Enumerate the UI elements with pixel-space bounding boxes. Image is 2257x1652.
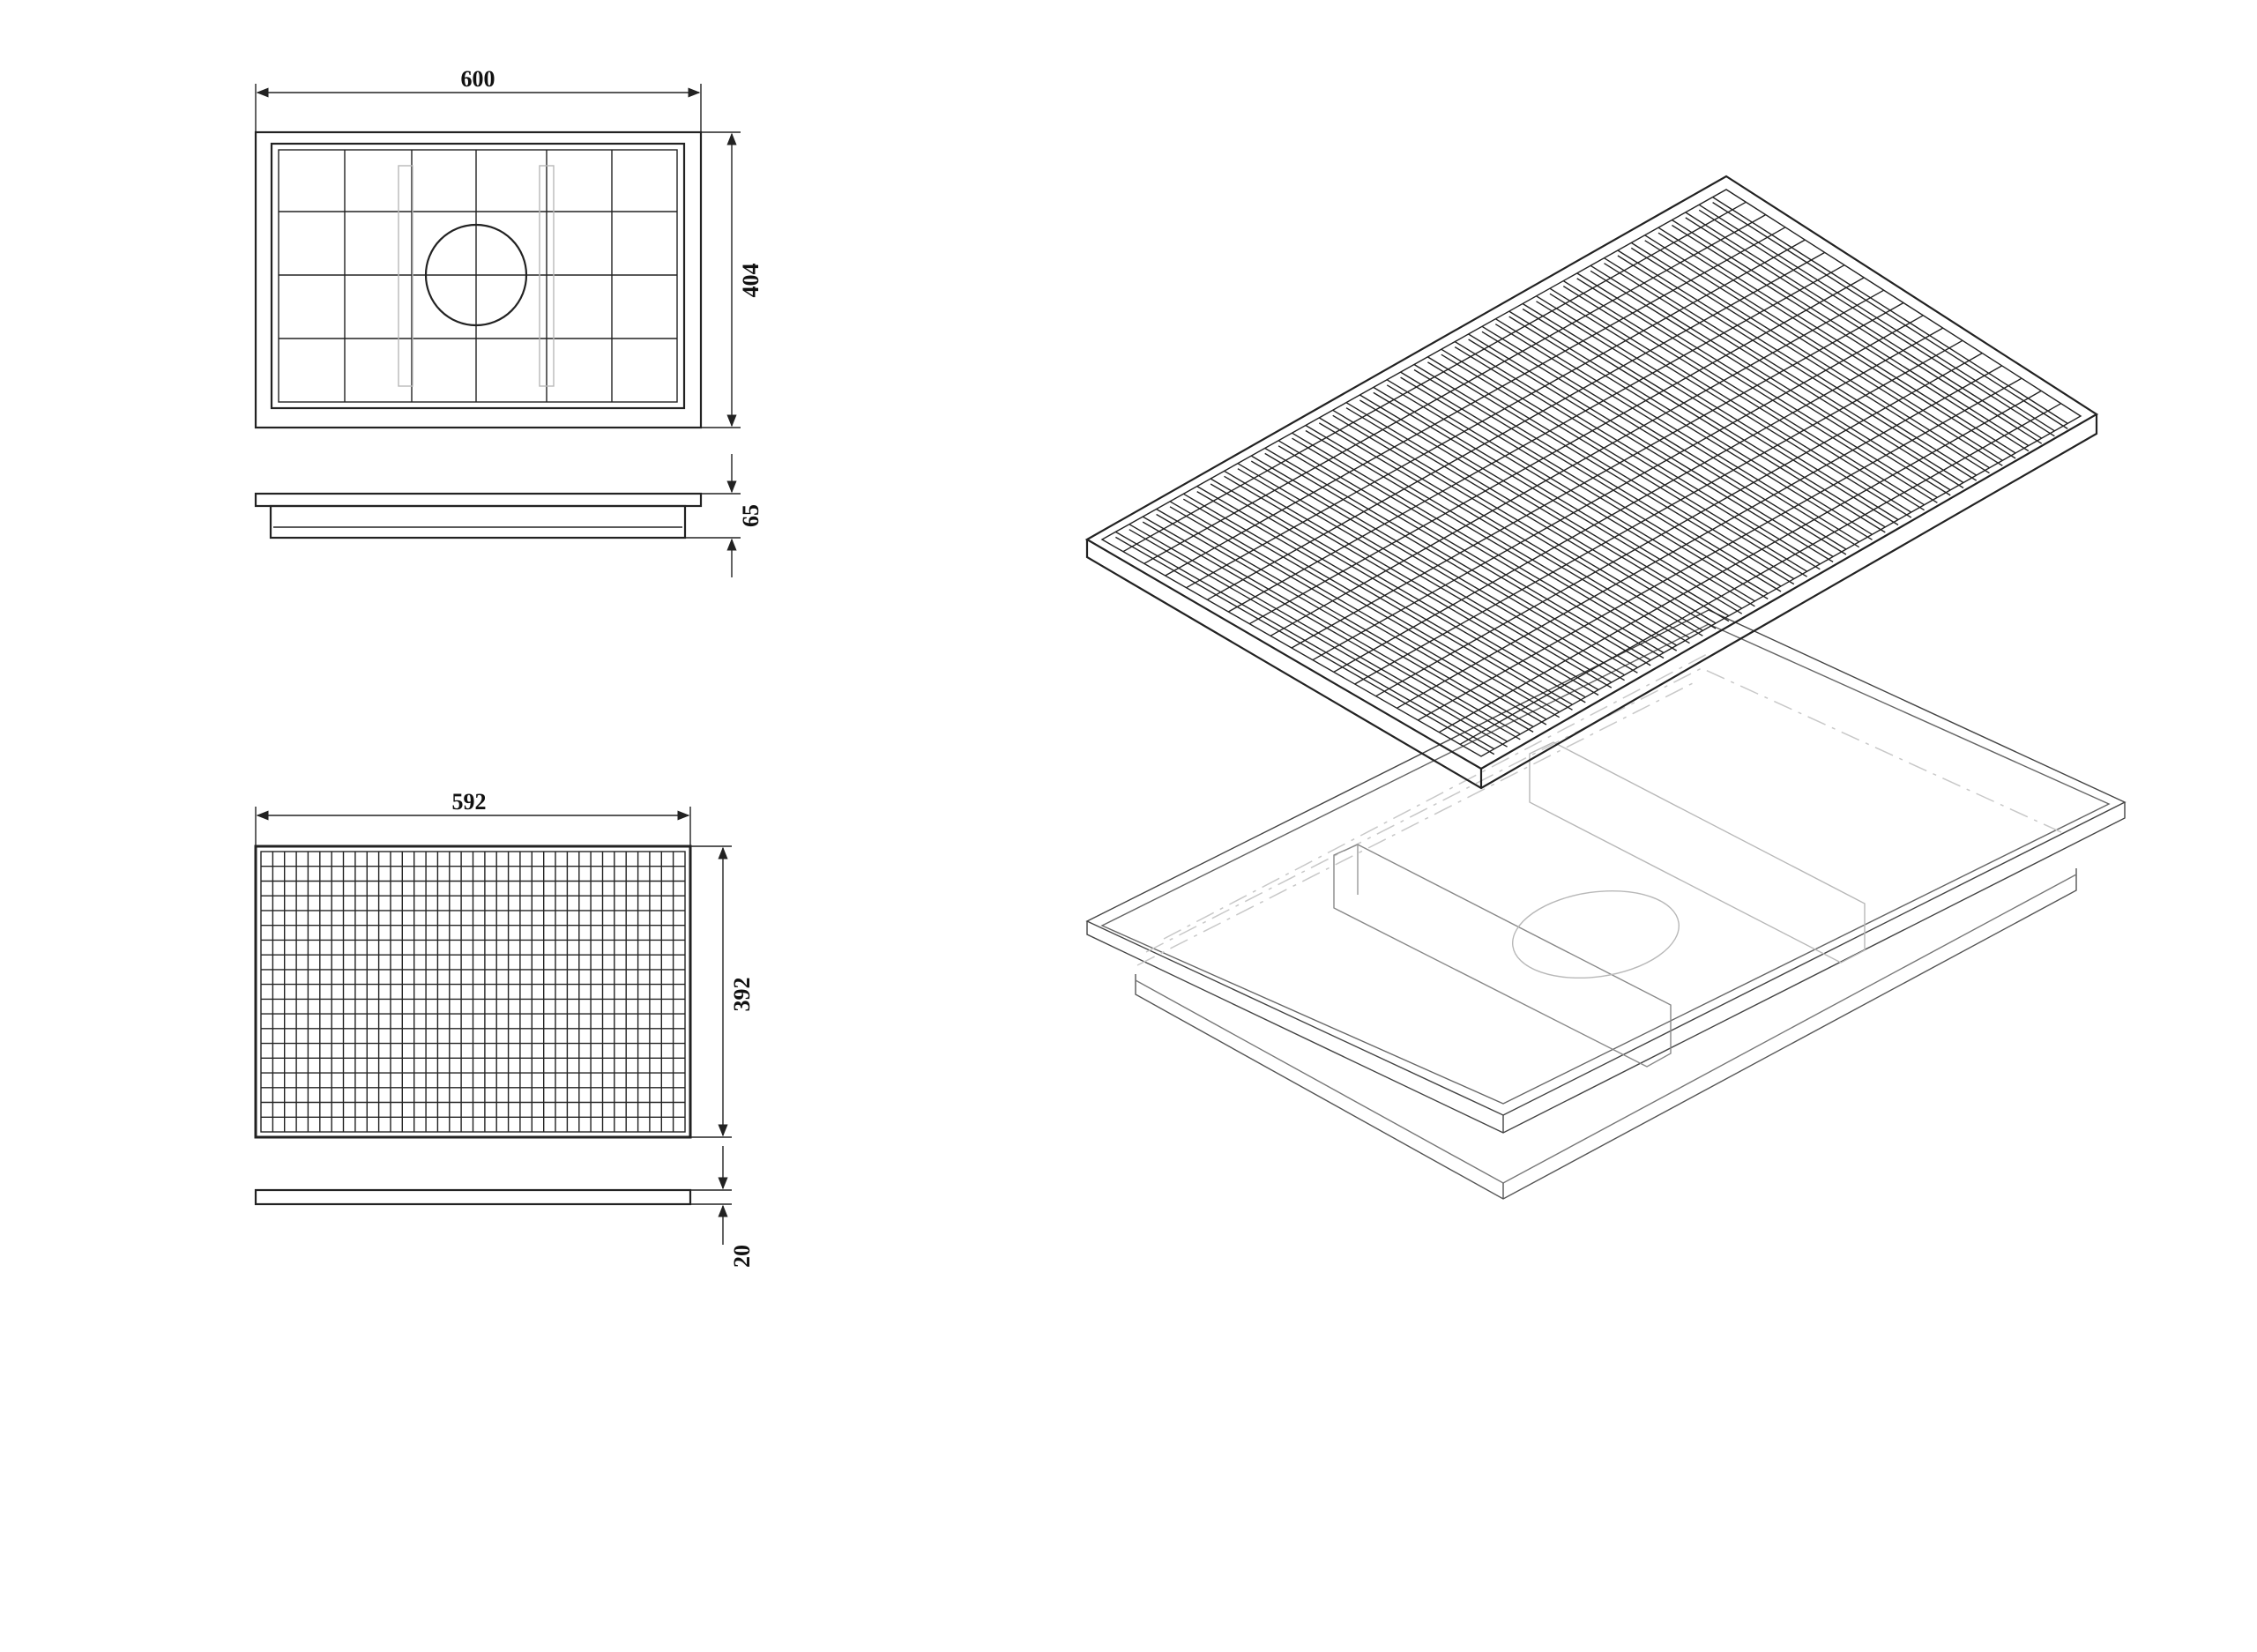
iso-grating-cross-bar (1207, 251, 1826, 600)
frame-height-label: 404 (738, 264, 764, 298)
grating-top-view: 592 (254, 789, 692, 1139)
isometric-grating (1084, 175, 2099, 790)
iso-grating-bar-depth (1345, 407, 1717, 629)
iso-grating-cross-bar (1248, 277, 1865, 625)
iso-grating-bar-depth (1644, 240, 2003, 466)
iso-grating-bar-depth (1672, 224, 2030, 452)
iso-grating-bar-depth (1305, 429, 1678, 651)
iso-grating-cross-bar (1186, 239, 1806, 589)
iso-grating-cross-bar (1122, 201, 1747, 553)
frame-inner-outline (270, 142, 686, 410)
iso-grating-bar-depth (1590, 270, 1951, 496)
iso-grating-bar-depth (1468, 339, 1834, 562)
grating-side-profile (254, 1188, 692, 1206)
iso-grating-bar-depth (1264, 452, 1638, 673)
grating-width-label: 592 (452, 789, 487, 815)
iso-grating-bar-depth (1657, 232, 2016, 459)
frame-side-body (269, 504, 687, 540)
iso-grating-bar-depth (1386, 384, 1755, 607)
frame-side-flange (254, 492, 703, 508)
iso-grating-bar-depth (1576, 278, 1938, 503)
iso-grating-cross-bar (1270, 289, 1885, 636)
iso-grating-bar-depth (1318, 422, 1690, 644)
iso-grating-cross-bar (1333, 327, 1944, 673)
iso-grating-bar-depth (1630, 247, 1990, 474)
iso-grating-bar-depth (1277, 445, 1651, 666)
iso-grating-bar-depth (1698, 209, 2055, 437)
iso-grating-bar-depth (1400, 376, 1769, 599)
iso-grating-bar-depth (1562, 286, 1925, 511)
iso-grating-bar-depth (1196, 490, 1573, 711)
iso-grating-cross-bar (1165, 227, 1786, 577)
iso-grating-cross-bar (1354, 339, 1963, 685)
isometric-frame (1085, 609, 2127, 1200)
iso-grating-bar-depth (1617, 255, 1978, 481)
iso-grating-bar-depth (1508, 316, 1873, 540)
iso-grating-bar-depth (1454, 346, 1821, 570)
iso-grating-bar-depth (1481, 331, 1847, 555)
iso-grating-bar-depth (1413, 368, 1782, 592)
iso-grating-bar-depth (1712, 202, 2068, 429)
grating-side-view: 20 (254, 1146, 755, 1268)
frame-outer-outline (254, 130, 703, 429)
iso-grating-bar-depth (1373, 391, 1743, 614)
grating-bars (261, 852, 685, 1132)
iso-grating-cross-bar (1291, 301, 1904, 649)
grating-height-dimension: 392 (690, 845, 755, 1138)
iso-grating-bar-depth (1169, 506, 1547, 726)
iso-grating-bar-depth (1685, 217, 2043, 444)
iso-grating-cross-bar (1227, 264, 1845, 613)
frame-top-view: 600 (254, 66, 703, 429)
iso-grating-bar-depth (1427, 361, 1795, 585)
iso-grating-cross-bar (1417, 377, 2022, 721)
grating-thickness-label: 20 (729, 1245, 755, 1268)
frame-support-slot-right (539, 165, 555, 387)
iso-grating-bar-depth (1536, 301, 1899, 526)
iso-grating-bar-depth (1224, 475, 1599, 696)
iso-grating-cross-bar (1397, 365, 2003, 709)
iso-grating-bar-depth (1237, 468, 1613, 688)
iso-grating-bar-depth (1359, 399, 1730, 622)
iso-grating-bars (1115, 197, 2068, 755)
iso-grating-bar-depth (1156, 513, 1534, 733)
iso-grating-bar-depth (1522, 308, 1886, 533)
iso-grating-bar-depth (1292, 437, 1665, 659)
grating-outline (254, 845, 692, 1139)
iso-grating-cross-bar (1312, 315, 1924, 661)
grating-height-label: 392 (729, 978, 755, 1012)
iso-grating-bar-depth (1210, 483, 1586, 703)
iso-grating-bar-depth (1142, 521, 1521, 740)
iso-grating-bar-depth (1441, 353, 1807, 577)
frame-side-view: 65 (254, 454, 764, 577)
iso-grating-bar-depth (1128, 529, 1508, 748)
iso-grating-bar-depth (1494, 324, 1860, 548)
iso-grating-cross-bar (1459, 403, 2062, 745)
frame-support-slot-left (398, 165, 413, 387)
iso-grating-bar-depth (1182, 498, 1561, 718)
iso-grating-bar-depth (1604, 263, 1964, 489)
frame-depth-label: 65 (738, 504, 764, 527)
frame-grid (279, 150, 677, 402)
iso-grating-cross-bar (1438, 390, 2042, 733)
iso-grating-bar-depth (1115, 536, 1495, 755)
iso-grating-cross-bar (1375, 352, 1983, 697)
iso-grating-bar-depth (1250, 460, 1625, 681)
frame-width-label: 600 (461, 66, 495, 92)
iso-grating-cross-bar (1143, 213, 1767, 564)
frame-height-dimension: 404 (701, 131, 764, 428)
frame-inner-lip (278, 149, 678, 403)
iso-grating-bar-depth (1549, 293, 1912, 518)
iso-grating-bar-depth (1332, 414, 1703, 636)
frame-drain-hole (424, 223, 528, 327)
